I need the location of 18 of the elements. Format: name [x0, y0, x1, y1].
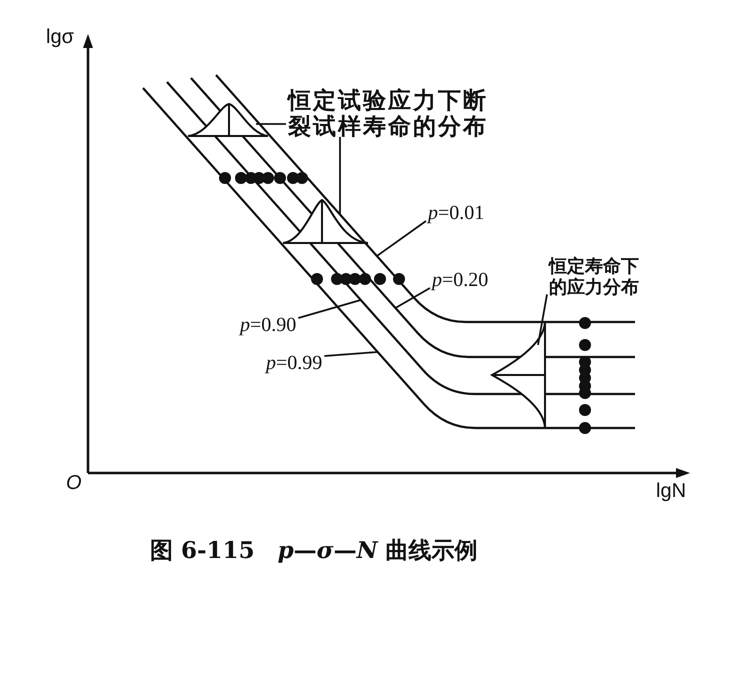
curve-label: p=0.20: [432, 269, 488, 292]
curve-label: p=0.01: [428, 202, 484, 225]
leader-line: [376, 220, 427, 257]
axis-label: lgN: [656, 480, 686, 503]
annotation-text: 恒定试验应力下断裂试样寿命的分布: [288, 88, 500, 141]
distribution-curve: [491, 321, 546, 429]
leader-line: [339, 136, 341, 215]
curve-label: p=0.90: [240, 314, 296, 337]
annotation-text: 恒定寿命下的应力分布: [549, 257, 645, 298]
leader-line: [298, 299, 362, 319]
leader-line: [256, 123, 286, 125]
leader-line: [394, 287, 430, 309]
leader-line: [324, 351, 378, 357]
axis-label: lgσ: [46, 26, 74, 49]
figure-caption: 图 6-115 p—σ—N 曲线示例: [150, 538, 478, 564]
curve-label: p=0.99: [266, 352, 322, 375]
leader-line: [537, 294, 548, 346]
origin-label: O: [66, 472, 82, 495]
